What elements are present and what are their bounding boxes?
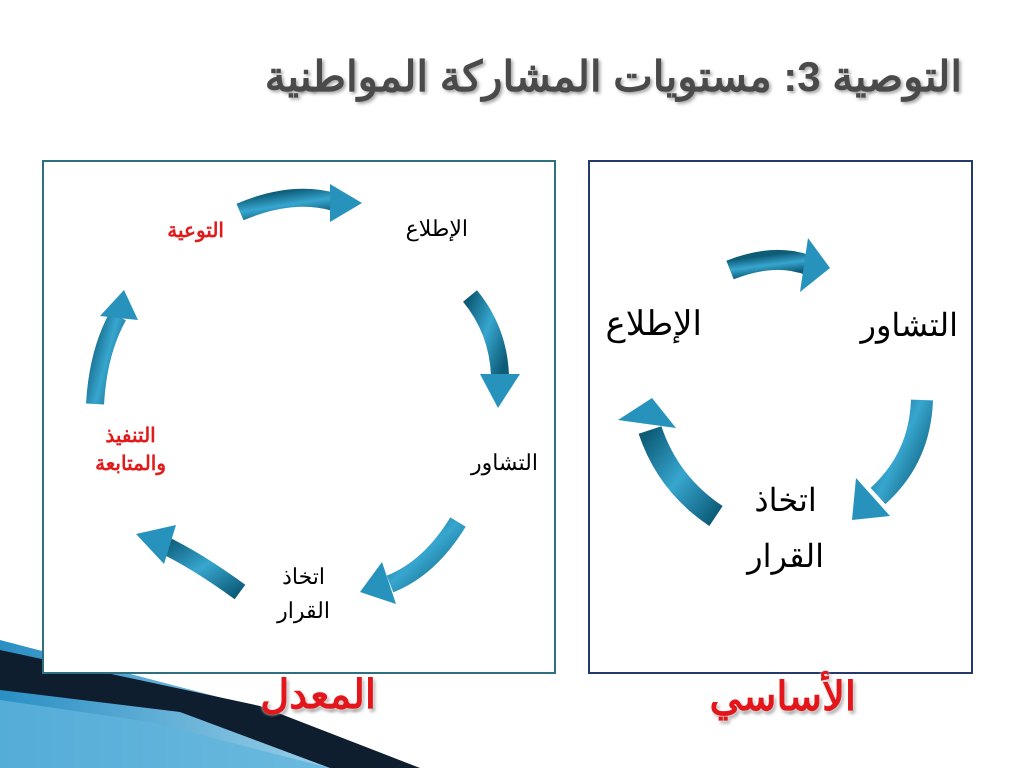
modified-stage-information: الإطلاع [405,216,468,241]
modified-stage-implementation-line1: التنفيذ [105,425,156,447]
modified-stage-decision-line1: اتخاذ [282,564,326,589]
basic-stage-decision-line1: اتخاذ [754,482,817,518]
modified-stage-consultation: التشاور [470,450,538,475]
modified-stage-implementation-line2: والمتابعة [95,453,166,475]
modified-stage-decision-line2: القرار [277,598,330,623]
modified-stage-decision: اتخاذ القرار [277,560,330,628]
basic-stage-information: الإطلاع [605,306,702,343]
modified-stage-implementation: التنفيذ والمتابعة [95,422,166,478]
basic-stage-consultation: التشاور [860,307,959,343]
basic-level-caption: الأساسي [709,675,856,719]
basic-stage-decision: اتخاذ القرار [747,472,824,584]
basic-level-panel [588,160,973,674]
slide-title: التوصية 3: مستويات المشاركة المواطنية [264,53,962,100]
modified-stage-awareness: التوعية [167,220,224,242]
modified-level-caption: المعدل [260,673,376,717]
modified-level-panel [42,160,556,674]
basic-stage-decision-line2: القرار [747,538,824,574]
